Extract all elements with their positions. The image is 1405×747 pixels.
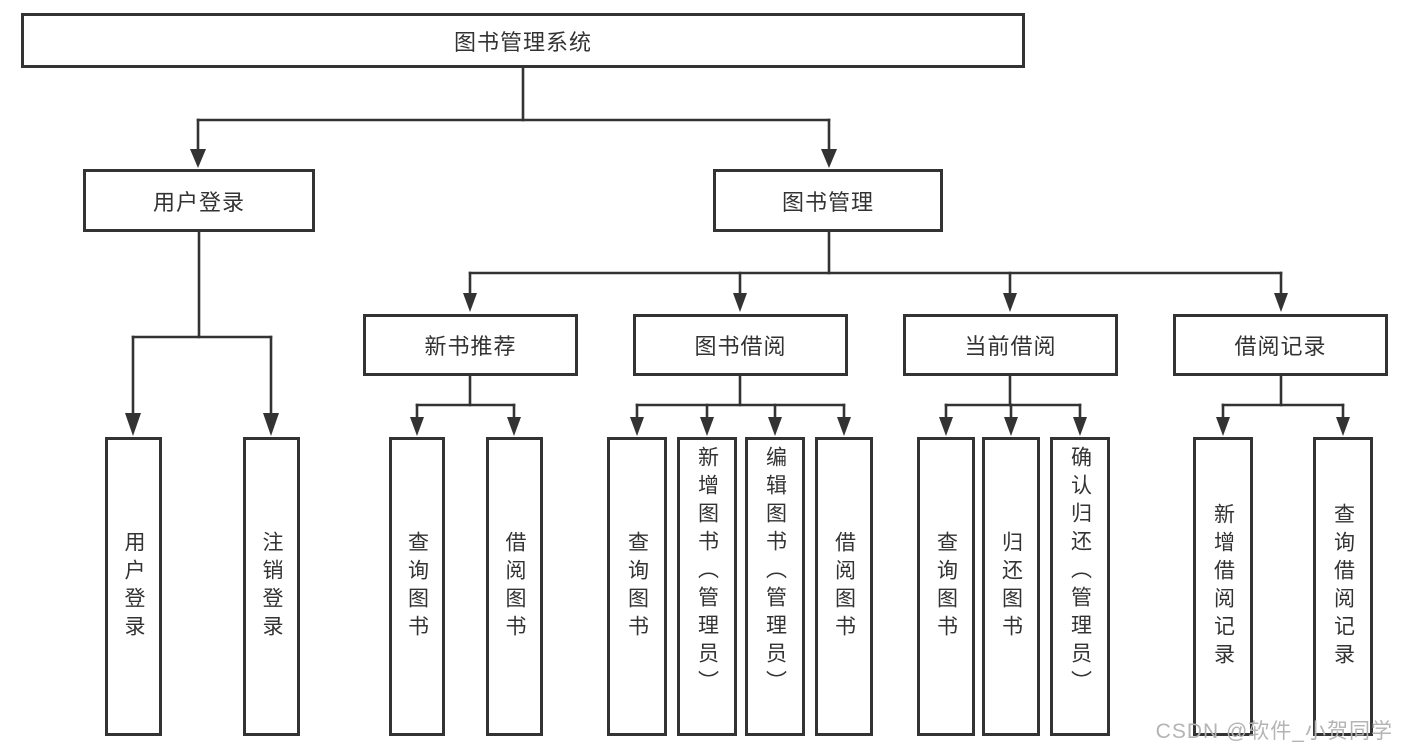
leaf-query-books-current-label: 查询图书 <box>934 530 958 643</box>
leaf-return-books-label: 归还图书 <box>999 530 1023 643</box>
leaf-confirm-return-admin-label: 确认归还（管理员） <box>1068 446 1092 698</box>
node-new-book-recommend-label: 新书推荐 <box>424 334 517 359</box>
leaf-query-borrow-record: 查询借阅记录 <box>1313 437 1373 736</box>
node-root-label: 图书管理系统 <box>453 29 592 55</box>
leaf-user-login-label: 用户登录 <box>122 530 145 643</box>
leaf-edit-books-admin: 编辑图书（管理员） <box>745 437 805 736</box>
node-user-login: 用户登录 <box>83 169 315 232</box>
csdn-watermark: CSDN @软件_小贺同学 <box>1155 720 1393 743</box>
node-current-borrowing: 当前借阅 <box>903 314 1118 376</box>
leaf-add-books-admin-label: 新增图书（管理员） <box>695 446 719 698</box>
node-book-management-label: 图书管理 <box>781 189 874 215</box>
node-new-book-recommend: 新书推荐 <box>363 314 578 376</box>
node-root: 图书管理系统 <box>21 13 1025 68</box>
node-book-management: 图书管理 <box>713 169 943 232</box>
node-current-borrowing-label: 当前借阅 <box>964 334 1057 359</box>
leaf-query-books-borrowing-label: 查询图书 <box>625 530 649 643</box>
leaf-query-borrow-record-label: 查询借阅记录 <box>1331 502 1355 671</box>
leaf-logout: 注销登录 <box>243 437 300 736</box>
node-book-borrowing-label: 图书借阅 <box>694 334 787 359</box>
leaf-return-books: 归还图书 <box>982 437 1040 736</box>
leaf-query-books-current: 查询图书 <box>917 437 975 736</box>
node-borrow-records-label: 借阅记录 <box>1234 334 1327 359</box>
node-borrow-records: 借阅记录 <box>1173 314 1388 376</box>
leaf-add-borrow-record-label: 新增借阅记录 <box>1211 502 1235 671</box>
leaf-confirm-return-admin: 确认归还（管理员） <box>1050 437 1110 736</box>
leaf-query-books-borrowing: 查询图书 <box>607 437 667 736</box>
leaf-query-books-recommend-label: 查询图书 <box>405 530 429 643</box>
node-book-borrowing: 图书借阅 <box>633 314 848 376</box>
leaf-edit-books-admin-label: 编辑图书（管理员） <box>763 446 787 698</box>
leaf-user-login: 用户登录 <box>105 437 162 736</box>
leaf-logout-label: 注销登录 <box>260 530 283 643</box>
leaf-add-books-admin: 新增图书（管理员） <box>677 437 737 736</box>
leaf-borrow-books-label: 借阅图书 <box>832 530 856 643</box>
leaf-add-borrow-record: 新增借阅记录 <box>1193 437 1253 736</box>
node-user-login-label: 用户登录 <box>152 189 245 215</box>
leaf-borrow-books-recommend-label: 借阅图书 <box>503 530 526 643</box>
leaf-borrow-books-recommend: 借阅图书 <box>486 437 543 736</box>
leaf-borrow-books: 借阅图书 <box>815 437 873 736</box>
leaf-query-books-recommend: 查询图书 <box>389 437 445 736</box>
